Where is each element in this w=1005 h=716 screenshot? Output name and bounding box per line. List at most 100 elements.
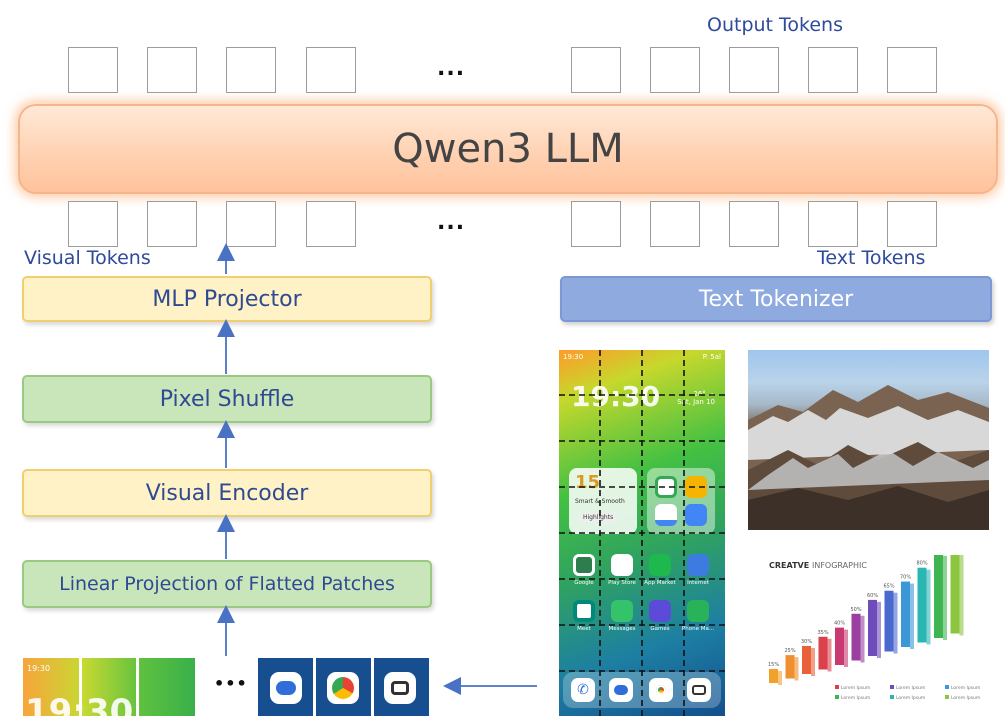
thumb-divider [136, 658, 139, 716]
phone-app-folder [647, 468, 715, 534]
infographic-legend-label: Lorem Ipsum [951, 685, 980, 691]
infographic-title-bold: CREATVE [769, 561, 810, 570]
app-label: Messages [608, 626, 636, 632]
infographic-legend-label: Lorem Ipsum [896, 695, 925, 701]
infographic-bar-label: 70% [900, 575, 911, 581]
infographic-bar-label: 30% [801, 639, 812, 645]
infographic-bar [868, 599, 877, 656]
patch-thumbnail-right [258, 658, 429, 716]
text-tokenizer-box: Text Tokenizer [560, 276, 992, 322]
thumbnail-ellipsis: ••• [214, 674, 248, 693]
infographic-bars: 15%25%30%35%40%50%60%65%70%80%90%100%Lor… [768, 555, 980, 701]
chrome-icon [649, 678, 673, 702]
infographic-bar-side [893, 592, 898, 654]
input-token-box [650, 201, 700, 247]
infographic-bar-side [910, 583, 914, 649]
output-token-box [729, 47, 779, 93]
infographic-bar-side [943, 555, 947, 640]
infographic-legend-swatch [835, 685, 839, 689]
thumb-divider [79, 658, 82, 716]
output-token-box [68, 47, 118, 93]
infographic-bar [785, 655, 795, 679]
visual-encoder-box: Visual Encoder [22, 469, 432, 517]
wallet-icon [655, 504, 677, 526]
app-label: Google [574, 580, 594, 586]
infographic-legend-swatch [890, 685, 894, 689]
meet-icon [573, 600, 595, 622]
input-token-box [729, 201, 779, 247]
infographic-bar [950, 555, 960, 634]
infographic-bar [769, 668, 778, 683]
input-token-box [68, 201, 118, 247]
infographic-bar-side [827, 638, 832, 672]
output-token-box [226, 47, 276, 93]
thumb-small-time: 19:30 [27, 664, 51, 673]
infographic-legend-label: Lorem Ipsum [896, 685, 925, 691]
mlp-projector-box: MLP Projector [22, 276, 432, 322]
messages-thumb-icon [270, 672, 302, 704]
google-app-icon [573, 554, 595, 576]
app-label: Meet [577, 626, 591, 632]
messages-dock-icon [609, 678, 633, 702]
infographic-bar-label: 15% [768, 662, 779, 668]
infographic-legend-swatch [945, 695, 949, 699]
patch-grid-overlay [559, 350, 725, 716]
infographic-bar-side [844, 629, 848, 667]
infographic-legend-swatch [945, 685, 949, 689]
star-icon [685, 504, 707, 526]
output-token-box [808, 47, 858, 93]
infographic-bar-label: 25% [785, 648, 796, 654]
phone-weather: 26° ☁ [693, 390, 715, 398]
patch-thumbnail-left: 19:30 19:30 [23, 658, 195, 716]
play-store-icon [611, 554, 633, 576]
infographic-title: CREATVE INFOGRAPHIC [769, 561, 867, 570]
pixel-shuffle-box: Pixel Shuffle [22, 375, 432, 423]
infographic-image: CREATVE INFOGRAPHIC 15%25%30%35%40%50%60… [765, 555, 990, 715]
infographic-bar-side [778, 670, 782, 685]
camera-thumb-icon [384, 672, 416, 704]
infographic-bar-side [877, 601, 881, 658]
phone-status-right: P. 5al [702, 353, 721, 361]
infographic-bar [835, 627, 844, 665]
input-token-box [887, 201, 937, 247]
app-label: Internet [687, 580, 709, 586]
output-token-box [147, 47, 197, 93]
thumb-divider [371, 658, 374, 716]
infographic-bar-side [959, 555, 964, 636]
infographic-bar [884, 590, 894, 652]
infographic-bar-side [794, 657, 799, 681]
infographic-bar-side [860, 615, 865, 663]
phone-status-time: 19:30 [563, 353, 584, 361]
infographic-bar [818, 636, 828, 670]
infographic-bar [934, 555, 943, 638]
output-token-box [571, 47, 621, 93]
thumb-divider [313, 658, 316, 716]
keep-icon [685, 476, 707, 498]
infographic-legend-label: Lorem Ipsum [841, 695, 870, 701]
messages-icon [611, 600, 633, 622]
app-label: Games [650, 626, 670, 632]
infographic-bar-label: 40% [834, 621, 845, 627]
input-token-box [147, 201, 197, 247]
app-label: App Market [644, 580, 676, 586]
input-token-box [571, 201, 621, 247]
infographic-legend-label: Lorem Ipsum [841, 685, 870, 691]
output-token-box [306, 47, 356, 93]
phone-clock: 19:30 [571, 380, 661, 413]
phone-widget-line2: Highlights [579, 513, 618, 522]
google-icon [655, 476, 677, 498]
mountain-landscape [748, 385, 989, 530]
bottom-ellipsis: ... [437, 210, 466, 235]
infographic-bar [851, 613, 861, 661]
infographic-bar [917, 567, 927, 643]
phone-date-line: Sat, Jan 10 [677, 398, 715, 406]
top-ellipsis: ... [437, 56, 466, 81]
infographic-bar [802, 645, 811, 674]
input-token-box [306, 201, 356, 247]
infographic-bar-label: 35% [818, 630, 829, 636]
internet-icon [687, 554, 709, 576]
input-token-box [226, 201, 276, 247]
input-token-box [808, 201, 858, 247]
app-label: Phone Ma... [681, 626, 715, 632]
